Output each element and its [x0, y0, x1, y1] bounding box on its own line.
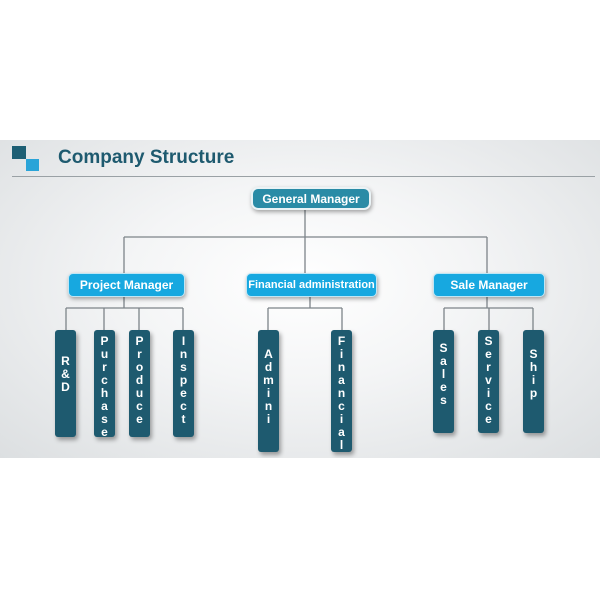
node-dept-rd: R&D [55, 330, 76, 437]
page-title: Company Structure [58, 147, 235, 168]
node-financial-administration: Financial administration [246, 273, 377, 297]
logo-square-light [26, 159, 39, 171]
node-sale-manager: Sale Manager [433, 273, 545, 297]
node-project-manager: Project Manager [68, 273, 185, 297]
title-divider [12, 176, 595, 177]
slide: Company Structure General Manager Proj [0, 140, 600, 458]
connector-lines [65, 210, 534, 330]
node-general-manager: General Manager [251, 187, 371, 210]
logo-icon [12, 146, 42, 172]
logo-square-dark [12, 146, 26, 159]
